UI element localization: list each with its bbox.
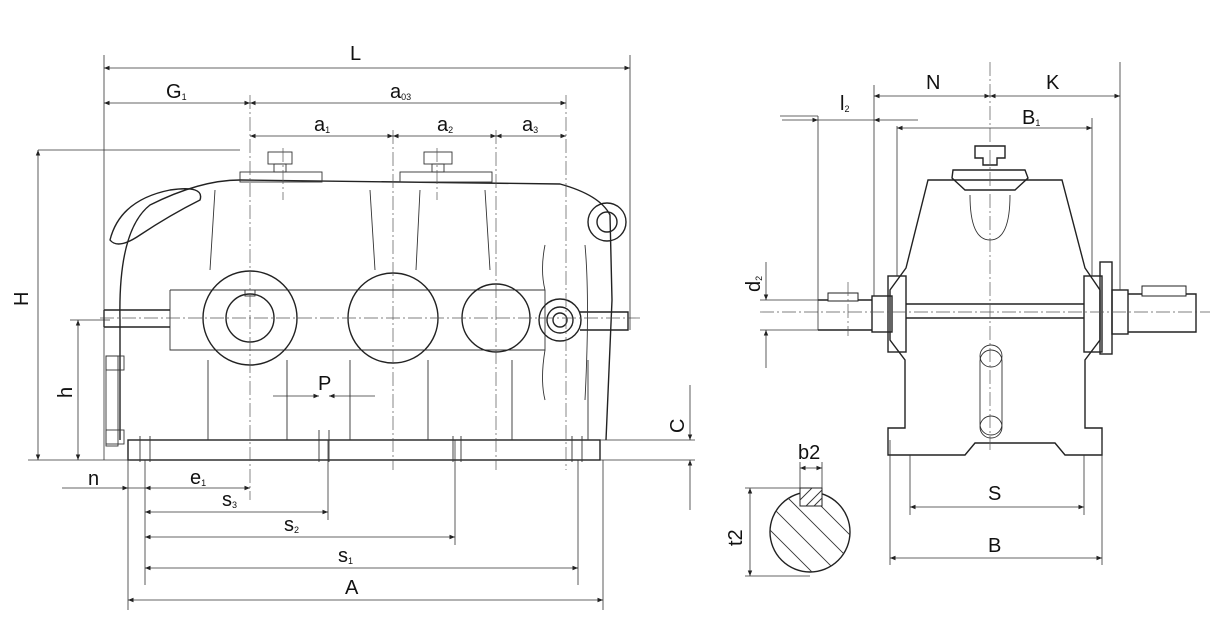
- label-s3: s3: [222, 489, 237, 511]
- side-left-bearing-cap: [871, 295, 893, 333]
- side-left-key: [827, 292, 859, 302]
- front-right-rib: [542, 244, 588, 401]
- label-e1: e1: [190, 467, 206, 489]
- label-n: n: [88, 468, 99, 490]
- front-lifting-lug: [109, 188, 202, 245]
- label-d2: d2: [743, 276, 765, 292]
- front-breather-right-cap: [431, 163, 445, 173]
- front-centerlines: [100, 95, 640, 500]
- front-breather-right: [423, 151, 453, 165]
- dimension-labels: L G1 a03 a1 a2 a3 H h P C n e1 s3 s2 s1 …: [11, 43, 1060, 599]
- side-dipstick-top: [979, 344, 1003, 368]
- label-B: B: [988, 535, 1001, 557]
- key-section-keyway: [799, 487, 823, 507]
- front-breather-left-cap: [273, 163, 287, 173]
- front-right-shaft: [580, 311, 629, 331]
- label-s1: s1: [338, 545, 353, 567]
- label-P: P: [318, 373, 331, 395]
- label-h: h: [55, 387, 77, 398]
- front-left-shaft: [103, 309, 170, 328]
- front-anchor-bolts: [139, 430, 583, 462]
- front-breather-left: [267, 151, 293, 165]
- label-K: K: [1046, 72, 1060, 94]
- side-left-shaft: [818, 299, 872, 331]
- front-housing-outline: [119, 179, 613, 441]
- label-L: L: [350, 43, 361, 65]
- front-sight-glass: [105, 355, 119, 447]
- side-breather: [974, 145, 1006, 166]
- label-t2: t2: [725, 529, 747, 546]
- side-right-flange: [1083, 275, 1103, 353]
- front-lifting-ring-inner: [596, 211, 618, 233]
- side-right-shaft: [1128, 293, 1197, 333]
- label-a2: a2: [437, 114, 453, 136]
- label-s2: s2: [284, 514, 299, 536]
- label-a1: a1: [314, 114, 330, 136]
- front-output-gear-inner: [546, 306, 574, 334]
- side-dimensions: [760, 62, 1121, 565]
- label-A: A: [345, 577, 359, 599]
- label-a03: a03: [390, 81, 411, 103]
- side-dipstick-bottom: [979, 415, 1003, 439]
- label-N: N: [926, 72, 940, 94]
- front-dimensions: [28, 55, 695, 610]
- front-output-gear-hub: [552, 312, 568, 328]
- label-H: H: [11, 292, 33, 306]
- front-base-plate: [127, 439, 601, 461]
- side-top-cap: [951, 169, 1029, 191]
- side-dipstick: [979, 349, 1003, 436]
- side-view: [818, 145, 1197, 456]
- front-lifting-ring: [587, 202, 627, 242]
- front-view: [103, 151, 629, 462]
- front-sight-glass-bottom: [105, 429, 125, 445]
- front-ribs: [207, 189, 589, 440]
- label-b2: b2: [798, 442, 820, 464]
- label-G1: G1: [166, 81, 187, 103]
- label-C: C: [667, 419, 689, 433]
- label-S: S: [988, 483, 1001, 505]
- side-centerlines: [760, 62, 1210, 450]
- front-top-cover-right: [399, 171, 493, 183]
- label-l2: l2: [840, 93, 849, 115]
- key-section: [745, 462, 851, 577]
- front-output-gear: [538, 298, 582, 342]
- side-through-shaft: [906, 303, 1084, 319]
- label-B1: B1: [1022, 107, 1040, 129]
- front-sight-glass-top: [105, 355, 125, 371]
- label-a3: a3: [522, 114, 538, 136]
- side-right-key: [1141, 285, 1187, 297]
